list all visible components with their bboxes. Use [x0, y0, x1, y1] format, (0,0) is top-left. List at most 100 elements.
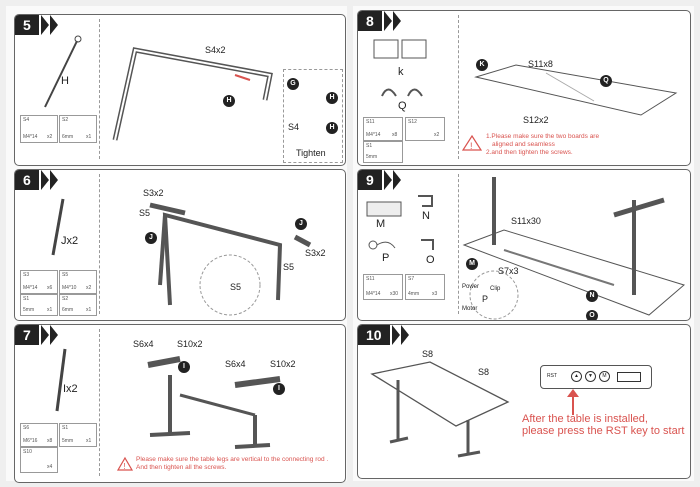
step-number: 9	[358, 170, 382, 190]
mini-label: S12	[408, 119, 417, 125]
step-9-tag: 9	[358, 170, 401, 190]
warning-text: Please make sure the table legs are vert…	[136, 456, 329, 471]
screw-count: S4x2	[205, 45, 226, 55]
screw-label: S3x2	[305, 248, 326, 258]
arrow-up-icon	[567, 389, 579, 415]
screw-label: S11x8	[528, 59, 553, 69]
warning-text: 1.Please make sure the two boards are	[486, 133, 600, 140]
screw-label: S5	[230, 282, 242, 292]
chevron-icon	[40, 170, 49, 190]
step-number: 5	[15, 15, 39, 35]
svg-text:!: !	[470, 141, 473, 151]
mini-label: S1	[23, 296, 30, 302]
control-panel: RST ▲ ▼ M	[540, 365, 652, 389]
chevron-icon	[49, 325, 58, 345]
step-number: 8	[358, 11, 382, 31]
mini-label: 5mm	[23, 307, 35, 313]
mini-label: x2	[86, 285, 92, 291]
divider	[458, 174, 459, 314]
mini-label: x8	[392, 132, 398, 138]
step-6-tag: 6	[15, 170, 58, 190]
screw-label: S5	[139, 208, 151, 218]
power-label: Power	[462, 284, 480, 290]
memory-button[interactable]: M	[599, 371, 610, 382]
mini-label: S10	[23, 449, 32, 455]
rst-key[interactable]: RST	[547, 373, 557, 379]
mini-label: M4*14	[23, 285, 38, 291]
down-button[interactable]: ▼	[585, 371, 596, 382]
step-number: 7	[15, 325, 39, 345]
divider	[458, 15, 459, 159]
step-10-panel: 10 S8 S8 RST ▲ ▼ M After the table is in…	[357, 324, 691, 479]
callout-h: H	[326, 122, 338, 134]
callout-q: Q	[600, 75, 612, 87]
mini-label: x1	[47, 307, 53, 313]
part-label: H	[61, 75, 69, 87]
part-label: P	[482, 294, 489, 304]
step-5-tag: 5	[15, 15, 58, 35]
step-number: 6	[15, 170, 39, 190]
display	[617, 372, 641, 382]
frame-illustration	[112, 47, 273, 141]
frame-illustration	[149, 202, 312, 316]
clip-label: Clip	[490, 286, 501, 292]
boards-illustration	[373, 39, 427, 59]
callout-n: N	[586, 290, 598, 302]
screw-label: S5	[283, 262, 295, 272]
warning-text: aligned and seamless	[492, 141, 555, 148]
chevron-icon	[392, 11, 401, 31]
up-button[interactable]: ▲	[571, 371, 582, 382]
mini-label: x1	[86, 307, 92, 313]
mini-label: S3	[23, 272, 30, 278]
chevron-icon	[383, 11, 392, 31]
mini-label: M4*10	[62, 285, 77, 291]
mini-label: 5mm	[366, 154, 378, 160]
mini-box: S1 5mm x1	[20, 294, 58, 316]
part-i-illustration	[55, 348, 67, 412]
mini-label: x1	[86, 438, 92, 444]
callout-g: G	[287, 78, 299, 90]
screw-label: S8	[422, 349, 434, 359]
screw-label: S8	[478, 367, 490, 377]
chevron-icon	[49, 15, 58, 35]
part-label: Q	[398, 100, 407, 112]
mini-label: S11	[366, 276, 375, 282]
callout-i: I	[273, 383, 285, 395]
step-8-tag: 8	[358, 11, 401, 31]
mini-label: x30	[390, 291, 399, 297]
screw-label: S6x4	[133, 339, 154, 349]
screw-label: S10x2	[177, 339, 203, 349]
chevron-icon	[391, 325, 400, 345]
part-label: Ix2	[63, 383, 78, 395]
components-illustration	[366, 195, 434, 250]
mini-label: S2	[62, 296, 69, 302]
chevron-icon	[400, 325, 409, 345]
instruction-text: please press the RST key to start	[522, 425, 685, 437]
chevron-icon	[49, 170, 58, 190]
mini-label: S1	[366, 143, 373, 149]
underside-illustration	[462, 177, 686, 320]
chevron-icon	[40, 325, 49, 345]
screw-label: S12x2	[523, 115, 549, 125]
screw-label: S7x3	[498, 266, 519, 276]
mini-label: x4	[47, 464, 53, 470]
callout-h: H	[223, 95, 235, 107]
divider	[99, 174, 100, 314]
divider	[99, 19, 100, 159]
screw-label: S3x2	[143, 188, 164, 198]
screw-label: S11x30	[511, 216, 541, 226]
mini-label: x1	[86, 134, 92, 140]
mini-label: S1	[62, 425, 69, 431]
